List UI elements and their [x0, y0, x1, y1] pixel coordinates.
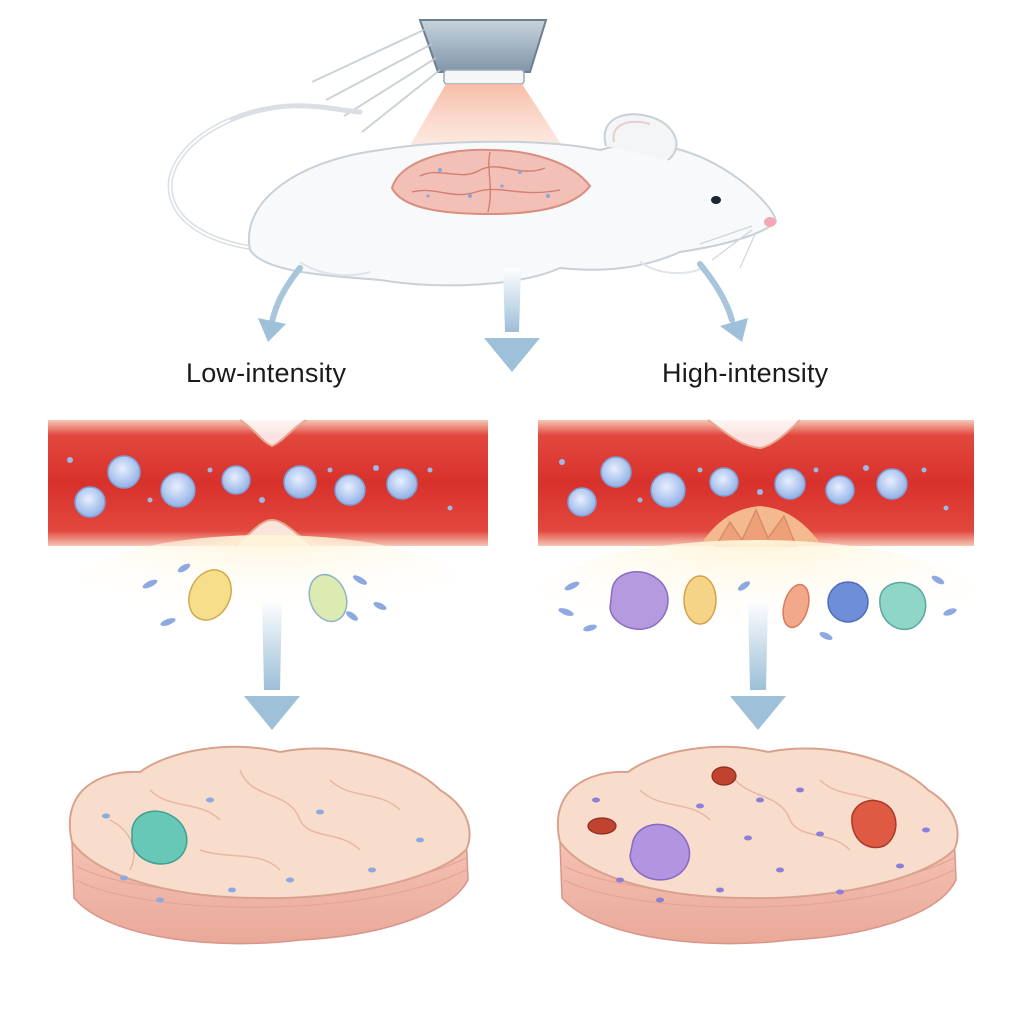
- arrow-center-icon: [484, 268, 540, 372]
- brain-tissue-icon: [69, 745, 471, 945]
- arrow-down-high-icon: [730, 600, 786, 730]
- leak-glow-low: [78, 535, 458, 635]
- blood-vessel-icon: [538, 419, 974, 547]
- arrow-left-icon: [258, 265, 303, 342]
- mouse-brain-icon: [390, 148, 592, 216]
- arrow-down-low-icon: [244, 600, 300, 730]
- leak-cells-high: [558, 571, 957, 641]
- label-high-intensity: High-intensity: [662, 358, 829, 388]
- leak-cells-low: [142, 563, 387, 626]
- arrow-right-icon: [697, 261, 748, 342]
- ultrasound-transducer-icon: [418, 19, 548, 85]
- particles-high: [559, 459, 949, 511]
- motion-lines-icon: [311, 27, 441, 133]
- red-cells-low: [74, 455, 418, 518]
- particles-low: [67, 457, 453, 511]
- red-cells-high: [567, 456, 908, 517]
- brain-tissue-icon: [557, 745, 959, 945]
- label-low-intensity: Low-intensity: [186, 358, 347, 388]
